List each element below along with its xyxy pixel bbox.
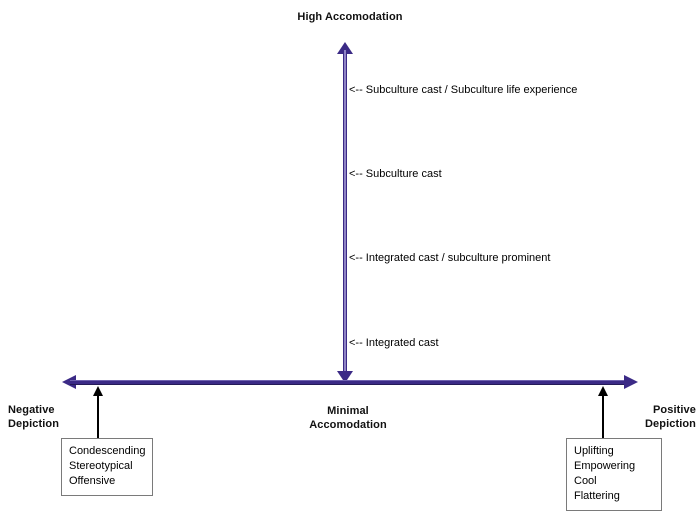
vertical-axis-annotation: <-- Subculture cast xyxy=(349,168,442,180)
vertical-axis-annotation: <-- Integrated cast / subculture promine… xyxy=(349,252,551,264)
list-item: Condescending xyxy=(69,445,146,457)
negative-descriptors-box: Condescending Stereotypical Offensive xyxy=(61,438,153,496)
right-connector-line xyxy=(602,395,604,439)
list-item: Flattering xyxy=(574,490,620,502)
horizontal-axis-right-label: Positive Depiction xyxy=(644,404,696,430)
positive-descriptors-box: Uplifting Empowering Cool Flattering xyxy=(566,438,662,511)
vertical-axis-bottom-label: Minimal Accomodation xyxy=(309,405,387,431)
vertical-axis-top-label: High Accomodation xyxy=(297,11,403,23)
list-item: Stereotypical xyxy=(69,460,133,472)
vertical-axis-line xyxy=(343,50,347,384)
vertical-axis-annotation: <-- Integrated cast xyxy=(349,337,439,349)
horizontal-axis-line xyxy=(70,380,630,385)
left-connector-arrowhead-icon xyxy=(93,386,103,396)
left-connector-line xyxy=(97,395,99,439)
right-connector-arrowhead-icon xyxy=(598,386,608,396)
list-item: Empowering xyxy=(574,460,636,472)
list-item: Offensive xyxy=(69,475,116,487)
list-item: Cool xyxy=(574,475,597,487)
horizontal-axis-right-arrowhead-icon xyxy=(624,375,638,389)
horizontal-axis-left-arrowhead-icon xyxy=(62,375,76,389)
vertical-axis-up-arrowhead-icon xyxy=(337,42,353,54)
list-item: Uplifting xyxy=(574,445,614,457)
horizontal-axis-left-label: Negative Depiction xyxy=(8,404,60,430)
vertical-axis-annotation: <-- Subculture cast / Subculture life ex… xyxy=(349,84,578,96)
